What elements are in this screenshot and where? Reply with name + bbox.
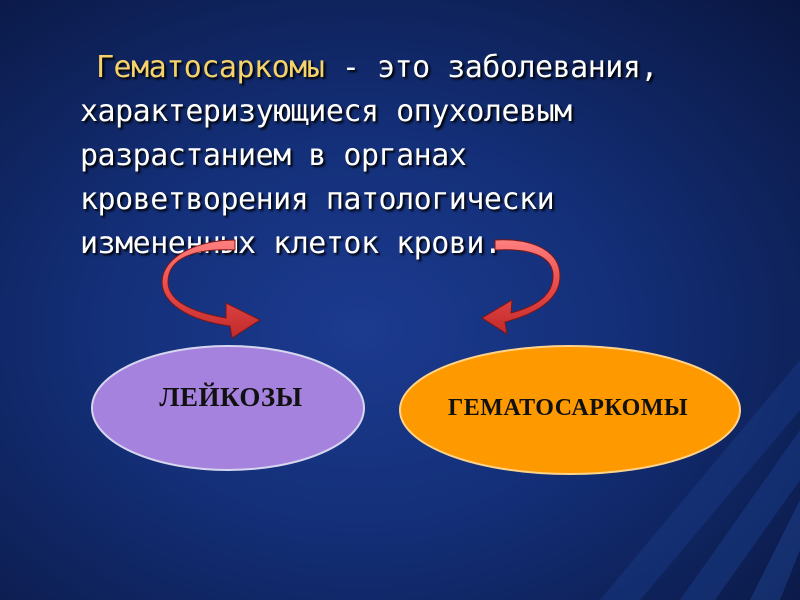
- right-curved-arrow-icon: [481, 239, 561, 336]
- definition-line-3: разрастанием в органах: [80, 138, 467, 173]
- definition-line-1: Гематосаркомы - это заболевания,: [80, 46, 780, 90]
- term-highlight: Гематосаркомы: [96, 50, 325, 85]
- definition-line-5: измененных клеток крови.: [80, 226, 502, 261]
- hematosarcoma-ellipse: [399, 345, 741, 475]
- definition-line-1-rest: - это заболевания,: [324, 50, 659, 85]
- left-curved-arrow-icon: [161, 239, 262, 339]
- hematosarcoma-label: ГЕМАТОСАРКОМЫ: [447, 395, 689, 421]
- definition-line-4: кроветворения патологически: [80, 182, 555, 217]
- leukoz-ellipse: [91, 345, 365, 471]
- definition-line-2: характеризующиеся опухолевым: [80, 94, 572, 129]
- leukoz-label: ЛЕЙКОЗЫ: [159, 382, 303, 412]
- background-streaks: [600, 360, 800, 600]
- definition-text: Гематосаркомы - это заболевания, характе…: [80, 46, 780, 266]
